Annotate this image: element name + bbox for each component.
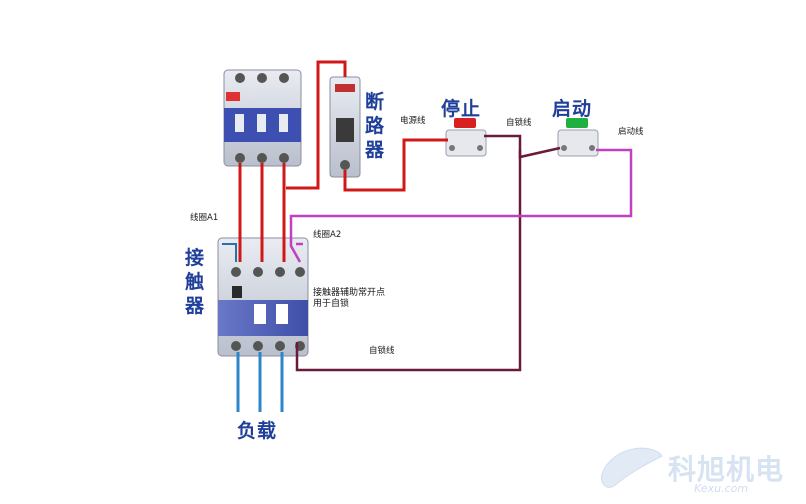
stop-button-device bbox=[445, 118, 487, 157]
self-lock-wire-bottom-label: 自锁线 bbox=[369, 346, 395, 356]
self-lock-wire-top bbox=[484, 134, 561, 159]
power-wire-label: 电源线 bbox=[400, 116, 426, 126]
coil-a1-wire bbox=[222, 243, 237, 262]
load-label: 负载 bbox=[237, 420, 278, 442]
start-wire bbox=[289, 148, 633, 263]
coil-a2-label: 线圈A2 bbox=[313, 230, 342, 240]
power-wires bbox=[238, 60, 448, 262]
breaker-label: 断路器 bbox=[364, 91, 385, 161]
watermark-text: 科旭机电 bbox=[668, 453, 785, 486]
breaker-feed-wire bbox=[286, 60, 347, 190]
start-wire-label: 启动线 bbox=[618, 127, 644, 137]
aux-contact-note: 接触器辅助常开点用于自锁 bbox=[313, 288, 386, 309]
single-pole-breaker bbox=[329, 76, 361, 178]
coil-wires bbox=[289, 148, 633, 263]
power-supply-wire bbox=[343, 138, 448, 192]
contactor-label: 接触器 bbox=[184, 247, 205, 317]
watermark-url: Kexu.com bbox=[694, 482, 749, 495]
stop-button-label: 停止 bbox=[441, 98, 482, 120]
start-button-label: 启动 bbox=[552, 98, 593, 120]
contactor-device bbox=[217, 237, 309, 357]
self-lock-wires bbox=[295, 134, 561, 372]
self-lock-wire-bottom bbox=[295, 150, 522, 372]
load-wires bbox=[236, 352, 284, 412]
three-pole-breaker bbox=[223, 69, 302, 167]
coil-a1-label: 线圈A1 bbox=[190, 213, 219, 223]
start-button-device bbox=[557, 118, 599, 157]
watermark-logo-icon bbox=[601, 447, 663, 488]
self-lock-wire-top-label: 自锁线 bbox=[506, 118, 532, 128]
